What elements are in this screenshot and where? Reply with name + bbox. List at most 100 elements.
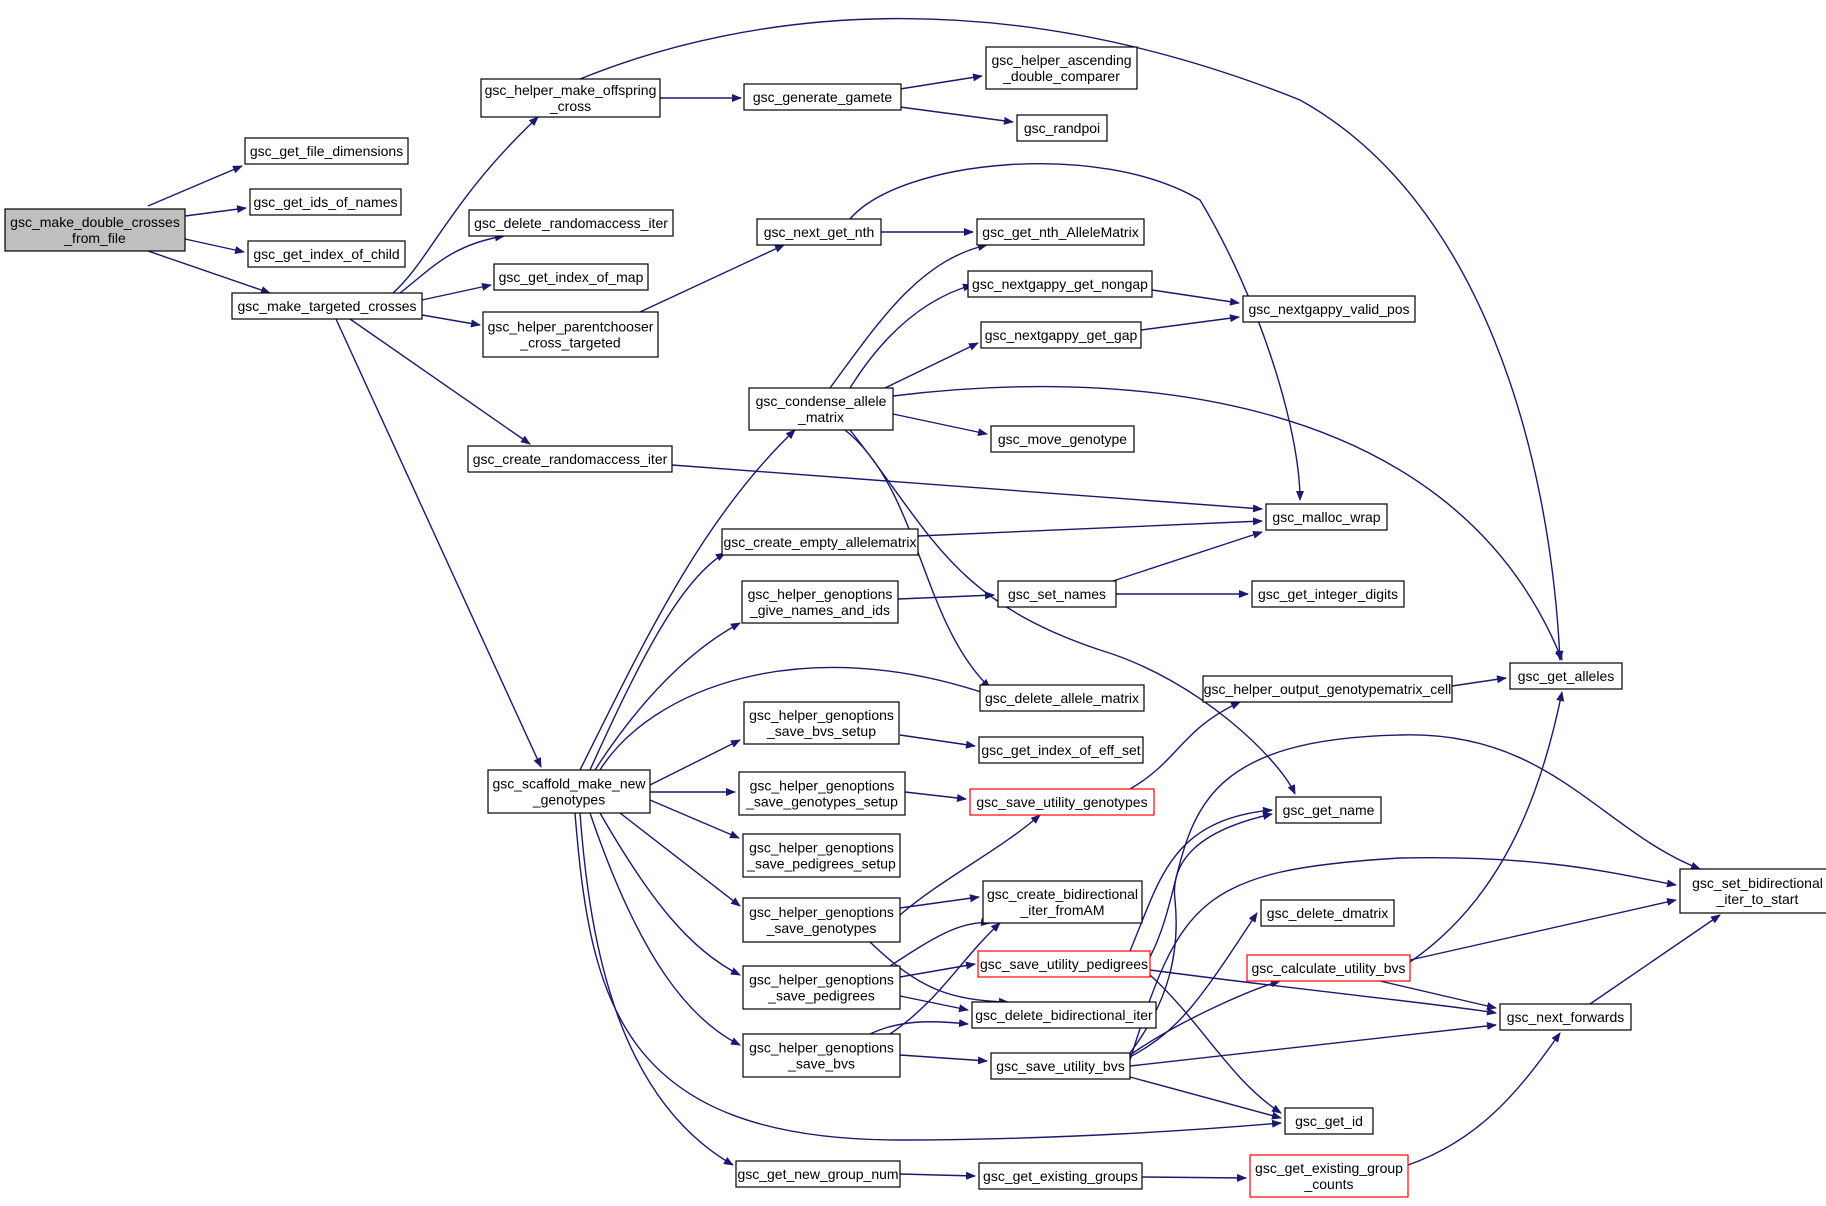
- node-label: gsc_next_get_nth: [764, 224, 875, 240]
- node-del-am[interactable]: gsc_delete_allele_matrix: [979, 684, 1145, 712]
- node-index-child[interactable]: gsc_get_index_of_child: [247, 240, 406, 268]
- node-ng-nongap[interactable]: gsc_nextgappy_get_nongap: [967, 270, 1153, 298]
- node-del-dmatrix[interactable]: gsc_delete_dmatrix: [1260, 899, 1395, 927]
- edge-su-bvs-to-calc-bvs: [1129, 979, 1281, 1056]
- node-ids-names[interactable]: gsc_get_ids_of_names: [249, 188, 402, 216]
- node-box: [231, 292, 423, 320]
- edge-scaffold-to-ped-setup: [649, 799, 740, 839]
- node-su-geno[interactable]: gsc_save_utility_genotypes: [969, 788, 1155, 816]
- node-label: gsc_get_file_dimensions: [250, 143, 403, 159]
- node-box: [990, 1052, 1131, 1080]
- node-save-bvs[interactable]: gsc_helper_genoptions_save_bvs: [742, 1033, 901, 1078]
- edge-scaffold-to-create-empty: [589, 552, 726, 771]
- node-idx-map[interactable]: gsc_get_index_of_map: [493, 263, 649, 291]
- node-label: gsc_helper_genoptions: [749, 707, 894, 723]
- node-save-geno[interactable]: gsc_helper_genoptions_save_genotypes: [742, 897, 901, 943]
- node-scaffold[interactable]: gsc_scaffold_make_new_genotypes: [487, 769, 651, 814]
- node-randpoi[interactable]: gsc_randpoi: [1016, 114, 1108, 142]
- node-save-ped[interactable]: gsc_helper_genoptions_save_pedigrees: [742, 965, 901, 1010]
- node-nth-am[interactable]: gsc_get_nth_AlleleMatrix: [976, 218, 1145, 246]
- node-label: _matrix: [797, 409, 844, 425]
- node-del-rai[interactable]: gsc_delete_randomaccess_iter: [468, 209, 674, 237]
- node-exist-groups[interactable]: gsc_get_existing_groups: [978, 1162, 1143, 1190]
- node-label: gsc_delete_allele_matrix: [985, 690, 1139, 706]
- node-su-bvs[interactable]: gsc_save_utility_bvs: [990, 1052, 1131, 1080]
- node-ng-valid[interactable]: gsc_nextgappy_valid_pos: [1242, 295, 1416, 323]
- node-bvs-setup[interactable]: gsc_helper_genoptions_save_bvs_setup: [743, 701, 900, 745]
- node-next-nth[interactable]: gsc_next_get_nth: [756, 218, 882, 246]
- node-int-digits[interactable]: gsc_get_integer_digits: [1251, 580, 1405, 608]
- node-alleles[interactable]: gsc_get_alleles: [1509, 662, 1623, 690]
- node-label: _iter_fromAM: [1019, 902, 1104, 918]
- node-box: [743, 83, 902, 111]
- node-create-bidi[interactable]: gsc_create_bidirectional_iter_fromAM: [982, 880, 1143, 924]
- node-offspring[interactable]: gsc_helper_make_offspring_cross: [480, 78, 661, 118]
- node-out-gm-cell[interactable]: gsc_helper_output_genotypematrix_cell: [1202, 675, 1453, 703]
- node-label: gsc_calculate_utility_bvs: [1251, 960, 1405, 976]
- edge-su-bvs-to-del-dmatrix: [1129, 912, 1258, 1058]
- node-calc-bvs[interactable]: gsc_calculate_utility_bvs: [1246, 954, 1411, 982]
- node-label: gsc_create_randomaccess_iter: [473, 451, 668, 467]
- edge-scaffold-to-save-geno: [619, 812, 741, 907]
- node-box: [1679, 868, 1826, 914]
- edge-create-rai-to-malloc: [671, 464, 1263, 513]
- edge-targeted-to-del-rai: [399, 233, 505, 294]
- node-set-bidi[interactable]: gsc_set_bidirectional_iter_to_start: [1679, 868, 1826, 914]
- node-asc-cmp[interactable]: gsc_helper_ascending_double_comparer: [985, 46, 1138, 90]
- node-file-dims[interactable]: gsc_get_file_dimensions: [244, 137, 409, 165]
- edge-save-bvs-to-del-bidi: [869, 1019, 969, 1035]
- node-box: [976, 218, 1145, 246]
- node-get-id[interactable]: gsc_get_id: [1284, 1107, 1374, 1135]
- node-box: [971, 1001, 1157, 1029]
- node-box: [743, 701, 900, 745]
- node-new-group[interactable]: gsc_get_new_group_num: [735, 1160, 901, 1188]
- node-su-ped[interactable]: gsc_save_utility_pedigrees: [977, 950, 1151, 978]
- node-label: gsc_get_integer_digits: [1258, 586, 1398, 602]
- node-del-bidi[interactable]: gsc_delete_bidirectional_iter: [971, 1001, 1157, 1029]
- edge-out-gm-cell-to-alleles: [1451, 675, 1507, 687]
- node-box: [1246, 954, 1411, 982]
- node-box: [1284, 1107, 1374, 1135]
- node-box: [1275, 796, 1382, 824]
- edge-calc-bvs-to-next-fwd: [1379, 980, 1497, 1010]
- edge-condense-to-get-name: [849, 429, 1296, 795]
- node-label: gsc_get_name: [1283, 802, 1375, 818]
- edge-scaffold-to-new-group: [579, 812, 734, 1166]
- node-gamete[interactable]: gsc_generate_gamete: [743, 83, 902, 111]
- node-label: _save_bvs_setup: [766, 723, 876, 739]
- node-set-names[interactable]: gsc_set_names: [997, 580, 1117, 608]
- node-move-geno[interactable]: gsc_move_genotype: [990, 425, 1135, 453]
- node-create-empty[interactable]: gsc_create_empty_allelematrix: [721, 528, 919, 556]
- node-geno-setup[interactable]: gsc_helper_genoptions_save_genotypes_set…: [738, 771, 906, 816]
- node-box: [1202, 675, 1453, 703]
- node-label: gsc_helper_make_offspring: [485, 82, 657, 98]
- node-condense[interactable]: gsc_condense_allele_matrix: [748, 387, 894, 431]
- node-parentchooser[interactable]: gsc_helper_parentchooser_cross_targeted: [482, 311, 659, 358]
- edge-scaffold-to-get-id: [574, 812, 1282, 1141]
- edge-targeted-to-create-rai: [349, 318, 531, 445]
- edge-su-bvs-to-get-name: [1129, 812, 1273, 1054]
- node-box: [1509, 662, 1623, 690]
- edge-su-bvs-to-get-id: [1129, 1076, 1282, 1120]
- edge-su-ped-to-next-fwd: [1149, 969, 1497, 1016]
- node-ng-gap[interactable]: gsc_nextgappy_get_gap: [980, 321, 1142, 349]
- node-next-fwd[interactable]: gsc_next_forwards: [1499, 1003, 1632, 1031]
- node-ped-setup[interactable]: gsc_helper_genoptions_save_pedigrees_set…: [742, 833, 901, 878]
- edge-condense-to-ng-gap: [884, 342, 979, 389]
- node-label: gsc_set_names: [1008, 586, 1106, 602]
- node-targeted[interactable]: gsc_make_targeted_crosses: [231, 292, 423, 320]
- node-exist-counts[interactable]: gsc_get_existing_group_counts: [1249, 1154, 1409, 1198]
- node-create-rai[interactable]: gsc_create_randomaccess_iter: [467, 445, 673, 473]
- node-malloc[interactable]: gsc_malloc_wrap: [1265, 503, 1388, 531]
- node-box: [721, 528, 919, 556]
- node-label: gsc_get_new_group_num: [737, 1166, 898, 1182]
- node-label: gsc_move_genotype: [998, 431, 1127, 447]
- node-root[interactable]: gsc_make_double_crosses_from_file: [4, 208, 186, 252]
- node-box: [1499, 1003, 1632, 1031]
- node-eff-set[interactable]: gsc_get_index_of_eff_set: [978, 736, 1144, 764]
- node-label: gsc_get_id: [1295, 1113, 1363, 1129]
- node-give-names[interactable]: gsc_helper_genoptions_give_names_and_ids: [741, 580, 899, 624]
- node-get-name[interactable]: gsc_get_name: [1275, 796, 1382, 824]
- edge-save-geno-to-del-bidi: [869, 941, 1009, 1006]
- node-label: gsc_condense_allele: [756, 393, 887, 409]
